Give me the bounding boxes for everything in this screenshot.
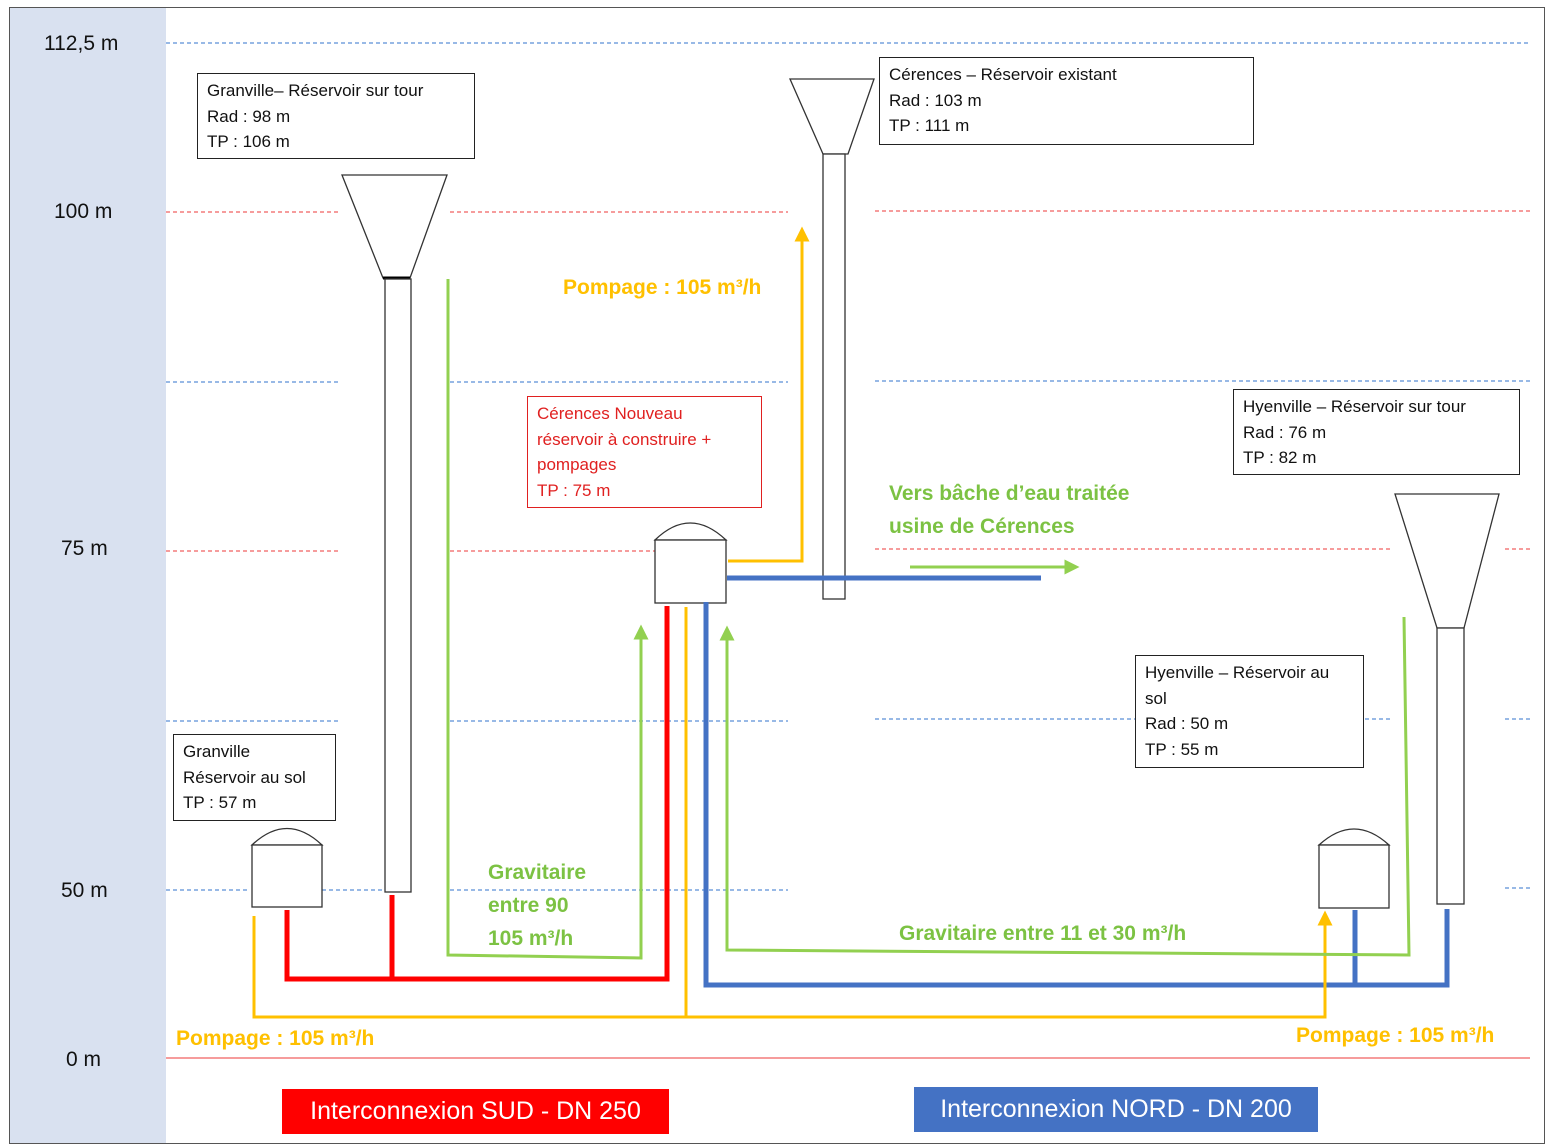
- gravity-granville-line-1: Gravitaire: [488, 861, 587, 884]
- gravity-lines: [446, 279, 1411, 960]
- hyenville-tank-body: [1318, 844, 1390, 909]
- hyenville-tower: [1394, 493, 1500, 905]
- elevation-label-75: 75 m: [61, 537, 108, 560]
- granville-tower: [341, 174, 448, 893]
- hyenville-ground-rad: Rad : 50 m: [1145, 714, 1229, 733]
- granville-ground-name: Granville: [183, 742, 251, 761]
- pumping-hyenville-label: Pompage : 105 m³/h: [1296, 1024, 1495, 1047]
- hyenville-tower-rad: Rad : 76 m: [1243, 422, 1327, 442]
- cerences-tower-shaft: [822, 153, 846, 600]
- granville-tower-name: Granville– Réservoir sur tour: [207, 81, 424, 100]
- cerences-existing-tower: [789, 78, 875, 600]
- south-pipe-main: [284, 606, 670, 982]
- gravity-from-granville: [446, 279, 649, 960]
- towards-plant-label: Vers bâche d’eau traitée usine de Cérenc…: [889, 477, 1129, 543]
- hyenville-ground-type: sol: [1145, 688, 1167, 708]
- pumping-lines: [252, 226, 1333, 1019]
- granville-tower-info-box: Granville– Réservoir sur tour Rad : 98 m…: [197, 73, 475, 159]
- granville-tower-rad: Rad : 98 m: [207, 106, 291, 126]
- granville-tower-tp: TP : 106 m: [207, 132, 290, 151]
- towards-plant-line-2: usine de Cérences: [889, 515, 1075, 538]
- gravity-granville-label: Gravitaire entre 90 105 m³/h: [488, 856, 586, 955]
- pumping-granville-label: Pompage : 105 m³/h: [176, 1027, 375, 1050]
- hyenville-tower-info-box: Hyenville – Réservoir sur tour Rad : 76 …: [1233, 389, 1520, 475]
- cerences-new-info-box: Cérences Nouveau réservoir à construire …: [527, 396, 762, 508]
- elevation-label-50: 50 m: [61, 879, 108, 902]
- north-interconnection-pipe: [703, 575, 1450, 988]
- south-interconnection-pipe: [284, 606, 670, 982]
- elevation-axis-band: [10, 8, 166, 1144]
- granville-ground-tank: [250, 827, 324, 908]
- elevation-label-0: 0 m: [66, 1048, 102, 1071]
- cerences-new-name: Cérences Nouveau: [537, 404, 683, 423]
- pumping-to-cerences-tower: [728, 226, 810, 563]
- cerences-tower-basin: [789, 78, 875, 155]
- granville-tower-shaft: [384, 278, 412, 893]
- hyenville-ground-name: Hyenville – Réservoir au: [1145, 663, 1330, 682]
- cerences-new-tank-body: [654, 539, 727, 604]
- granville-ground-tp: TP : 57 m: [183, 793, 257, 812]
- gravity-granville-line-3: 105 m³/h: [488, 927, 574, 950]
- gravity-granville-line-2: entre 90: [488, 894, 569, 917]
- hyenville-tank-dome: [1317, 828, 1391, 846]
- cerences-existing-name: Cérences – Réservoir existant: [889, 65, 1117, 84]
- cerences-new-tank: [653, 522, 728, 604]
- cerences-new-tp: TP : 75 m: [537, 480, 611, 500]
- hyenville-ground-info-box: Hyenville – Réservoir au sol Rad : 50 m …: [1135, 655, 1364, 768]
- hyenville-tower-shaft: [1436, 627, 1465, 905]
- cerences-new-tank-dome: [653, 522, 728, 541]
- cerences-existing-rad: Rad : 103 m: [889, 90, 982, 110]
- cerences-new-desc-1: réservoir à construire +: [537, 429, 712, 449]
- granville-tank-body: [251, 844, 323, 908]
- gravity-hyenville-label: Gravitaire entre 11 et 30 m³/h: [899, 922, 1187, 945]
- granville-tank-dome: [250, 827, 324, 846]
- north-pipe-main: [703, 602, 1450, 988]
- hyenville-tower-tp: TP : 82 m: [1243, 448, 1317, 467]
- elevation-label-100: 100 m: [54, 200, 113, 223]
- granville-ground-info-box: Granville Réservoir au sol TP : 57 m: [173, 734, 336, 821]
- hyenville-ground-tp: TP : 55 m: [1145, 739, 1219, 759]
- cerences-existing-info-box: Cérences – Réservoir existant Rad : 103 …: [879, 57, 1254, 145]
- cerences-new-desc-2: pompages: [537, 455, 617, 474]
- pumping-to-granville: [252, 910, 1333, 1019]
- granville-ground-type: Réservoir au sol: [183, 767, 306, 787]
- hyenville-ground-tank: [1317, 828, 1391, 909]
- cerences-existing-tp: TP : 111 m: [889, 116, 970, 135]
- granville-tower-basin: [341, 174, 448, 279]
- hyenville-tower-basin: [1394, 493, 1500, 629]
- hyenville-tower-name: Hyenville – Réservoir sur tour: [1243, 397, 1466, 416]
- towards-plant-line-1: Vers bâche d’eau traitée: [889, 482, 1130, 505]
- legend-north-interconnection: Interconnexion NORD - DN 200: [914, 1087, 1318, 1132]
- legend-south-interconnection: Interconnexion SUD - DN 250: [282, 1089, 669, 1134]
- pumping-cerences-label: Pompage : 105 m³/h: [563, 276, 762, 299]
- gravity-from-hyenville: [719, 616, 1411, 957]
- elevation-label-112: 112,5 m: [44, 32, 119, 55]
